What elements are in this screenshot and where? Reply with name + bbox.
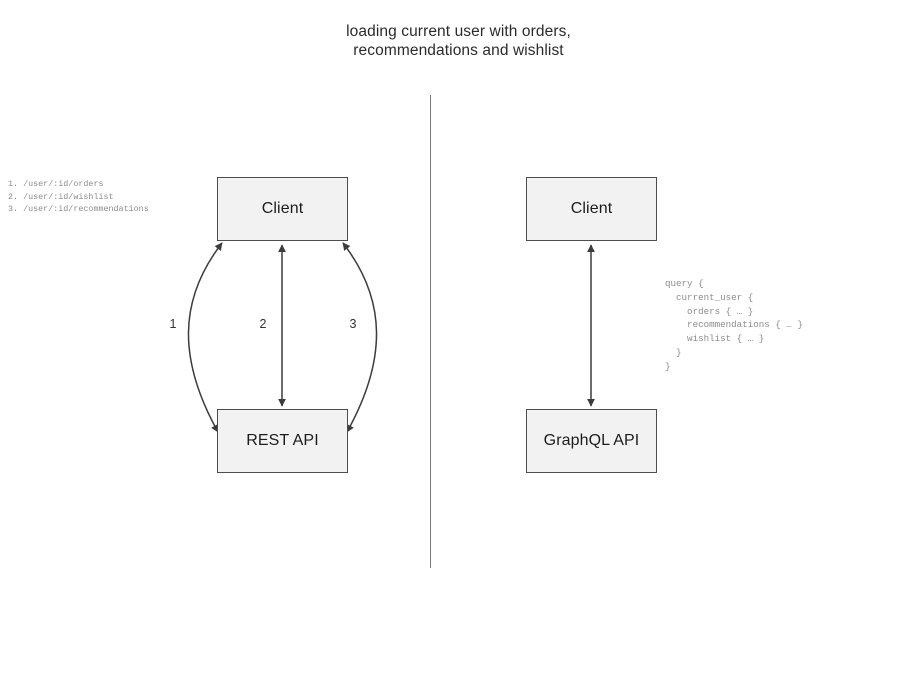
rest-edge-label-2: 2 <box>259 317 267 331</box>
node-client-rest: Client <box>217 177 348 241</box>
graphql-query-snippet: query { current_user { orders { … } reco… <box>665 278 803 372</box>
rest-edge-label-1: 1 <box>169 317 177 331</box>
rest-endpoint-list: 1. /user/:id/orders 2. /user/:id/wishlis… <box>8 179 149 215</box>
node-client-graphql: Client <box>526 177 657 241</box>
node-graphql-api: GraphQL API <box>526 409 657 473</box>
rest-edge-1 <box>187 242 223 433</box>
title-line-2: recommendations and wishlist <box>353 42 564 59</box>
vertical-divider <box>430 95 431 568</box>
rest-edge-3 <box>342 242 378 433</box>
rest-edge-label-3: 3 <box>349 317 357 331</box>
diagram-title: loading current user with orders, recomm… <box>0 22 917 60</box>
node-rest-api: REST API <box>217 409 348 473</box>
title-line-1: loading current user with orders, <box>346 23 571 40</box>
